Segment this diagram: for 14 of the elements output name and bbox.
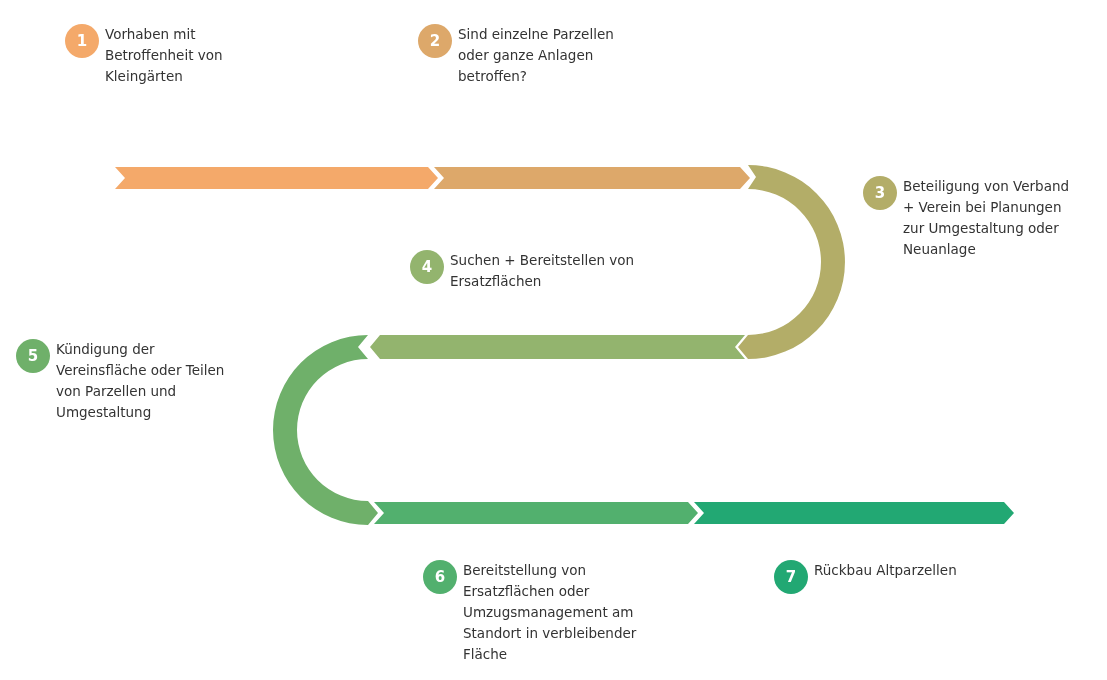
step-number: 1 xyxy=(65,24,99,58)
step-number: 2 xyxy=(418,24,452,58)
step-text: Vorhaben mit Betroffenheit von Kleingärten xyxy=(105,25,224,86)
step-text: Rückbau Altparzellen xyxy=(814,561,958,580)
step-text: Suchen + Bereitstellen von Ersatzflächen xyxy=(450,251,636,291)
step-number: 7 xyxy=(774,560,808,594)
step-text: Kündigung der Vereinsfläche oder Teilen von Parzellen und Umgestaltung xyxy=(56,340,226,422)
step-text: Sind einzelne Parzellen oder ganze Anlagen betroffen? xyxy=(458,25,615,86)
step-number: 5 xyxy=(16,339,50,373)
step-number: 4 xyxy=(410,250,444,284)
step-number: 3 xyxy=(863,176,897,210)
step-text: Beteiligung von Verband + Verein bei Planungen zur Umgestaltung oder Neuanlage xyxy=(903,177,1071,259)
step-text: Bereitstellung von Ersatzflächen oder Umzugsmanagement am Standort in verbleibender Fläche xyxy=(463,561,638,664)
step-number: 6 xyxy=(423,560,457,594)
